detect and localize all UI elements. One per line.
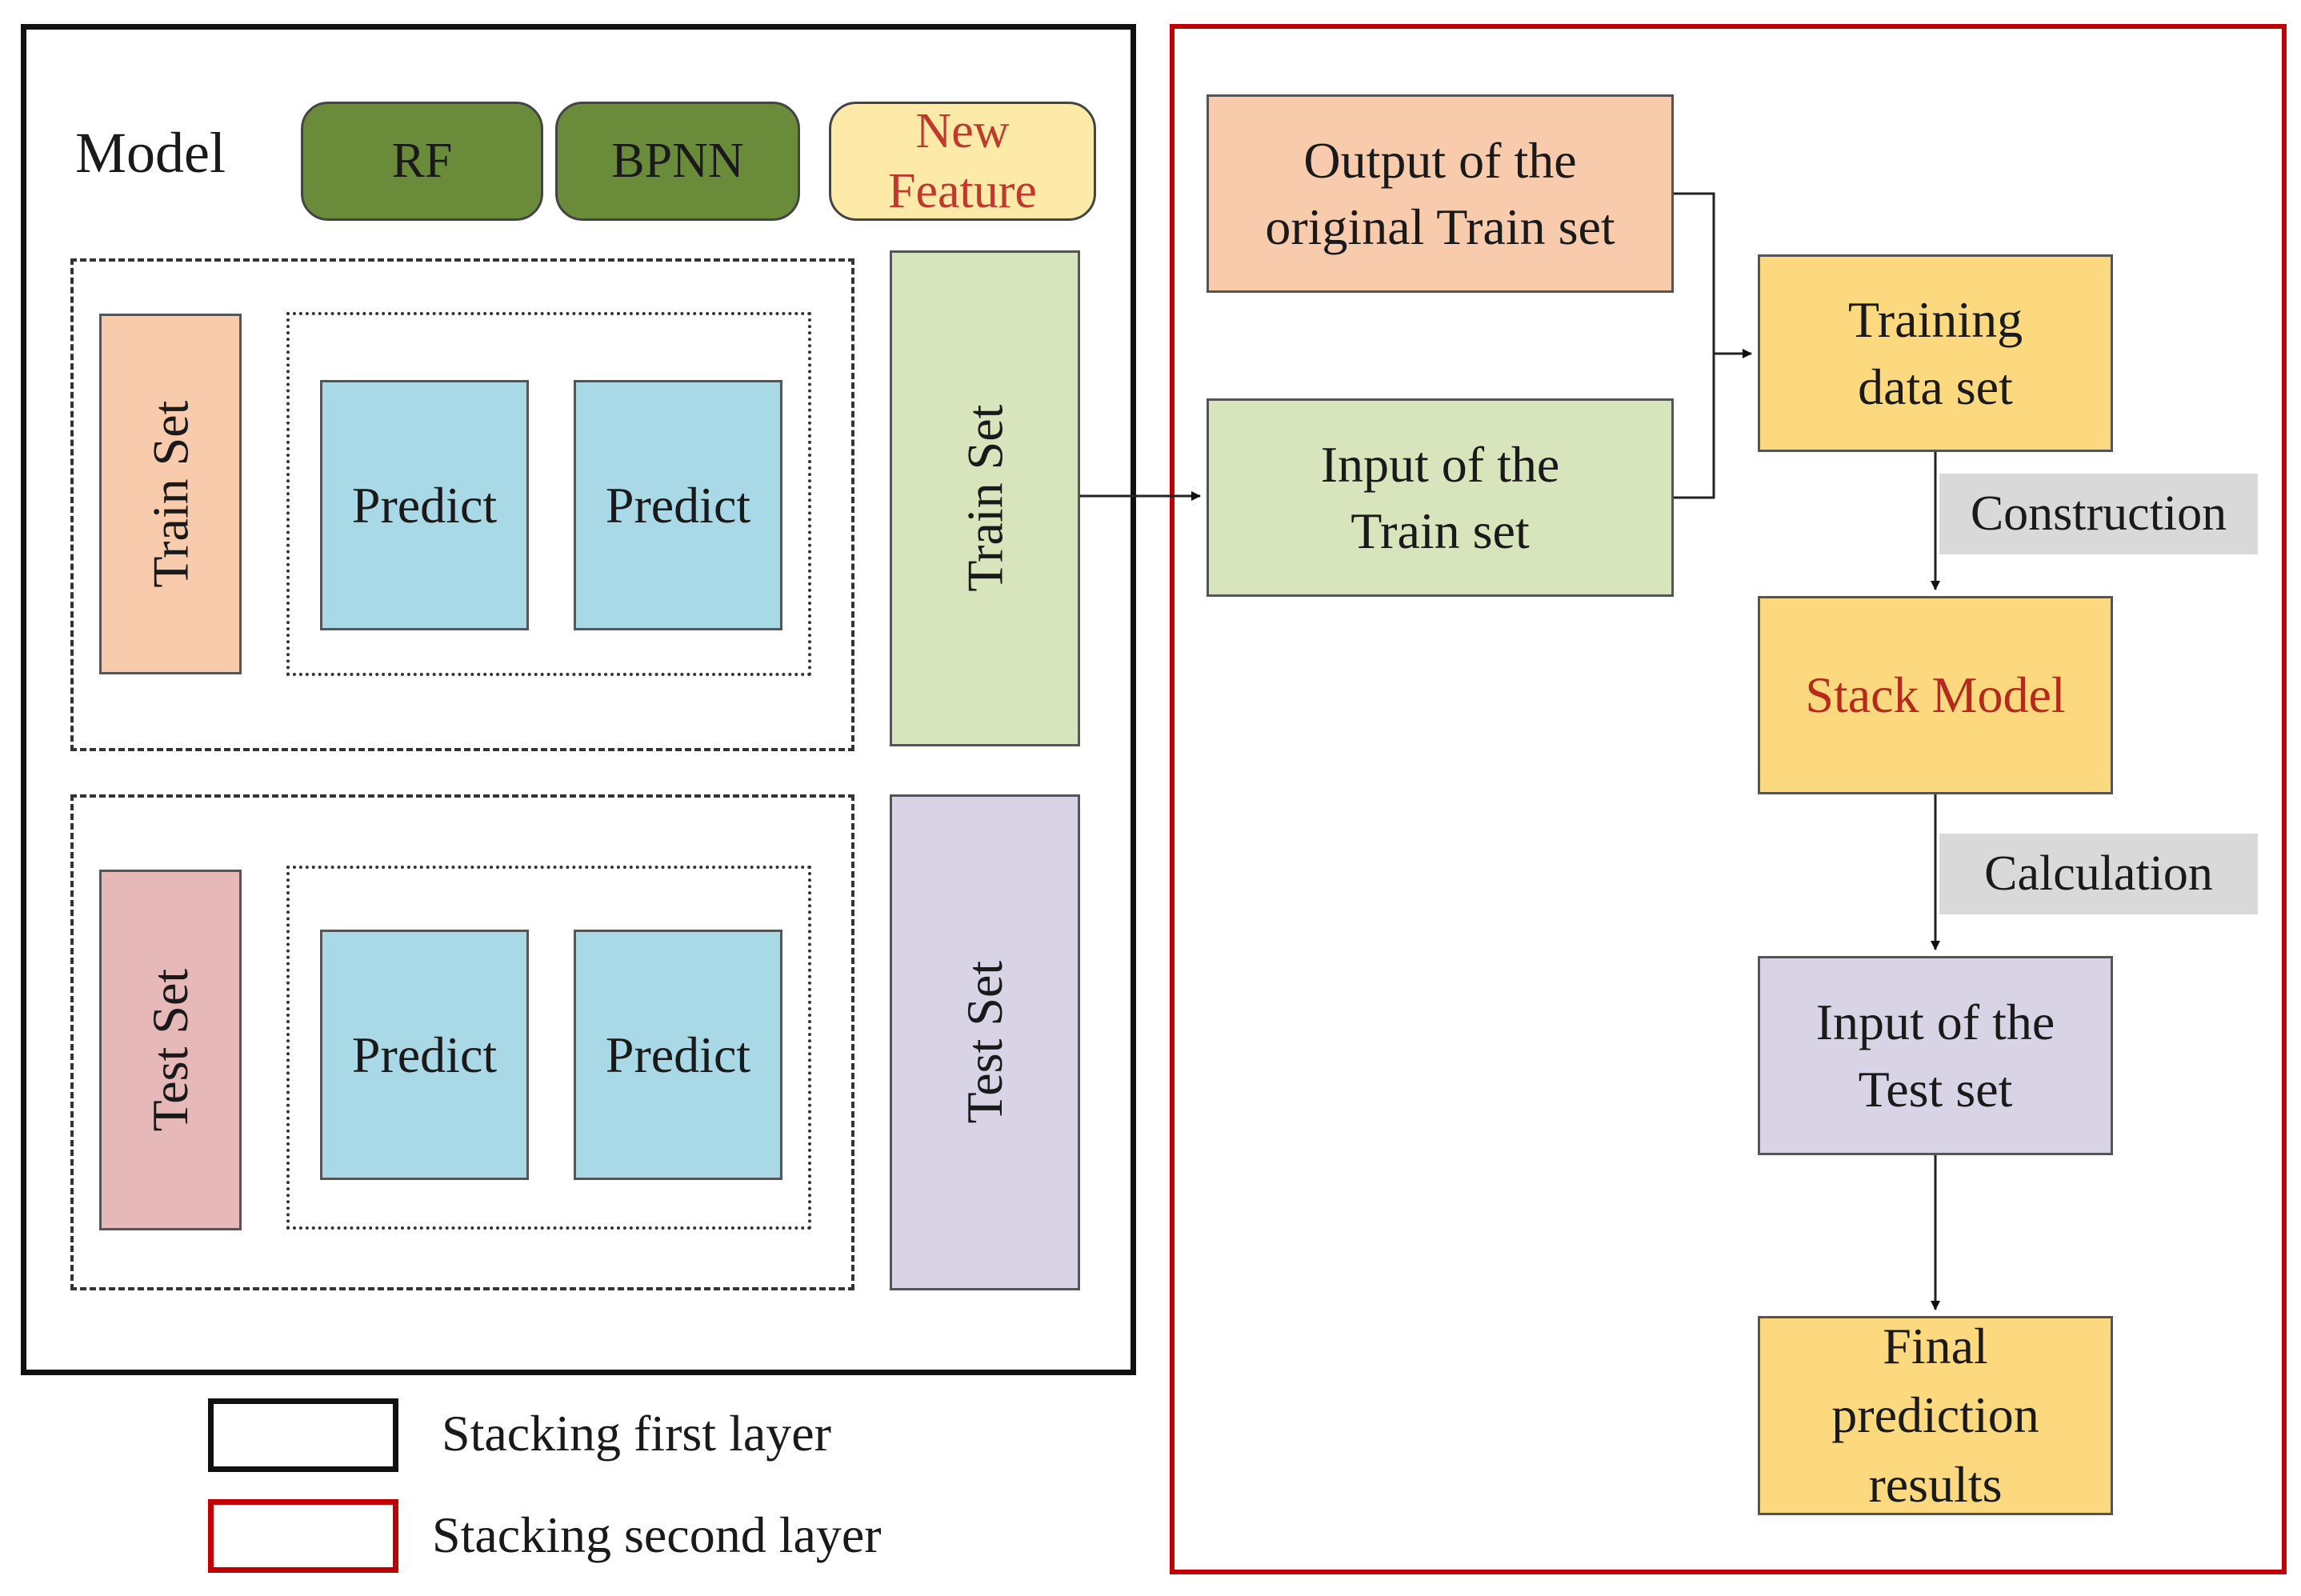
test-predict-box-1: Predict <box>320 930 529 1180</box>
train-set-input: Train Set <box>99 314 242 674</box>
input-train-box: Input of the Train set <box>1207 398 1674 597</box>
new-feature-pill: New Feature <box>829 102 1096 221</box>
calculation-label: Calculation <box>1939 834 2258 914</box>
stack-model-box: Stack Model <box>1758 596 2113 794</box>
first-layer-frame <box>21 24 1136 1375</box>
legend-first-layer-label: Stacking first layer <box>442 1405 831 1462</box>
legend-second-layer-swatch <box>208 1499 398 1573</box>
output-original-train-box: Output of the original Train set <box>1207 94 1674 293</box>
test-predict-box-2: Predict <box>574 930 782 1180</box>
final-prediction-box: Final prediction results <box>1758 1316 2113 1515</box>
train-predict-box-1: Predict <box>320 380 529 630</box>
test-predict-group <box>286 866 811 1230</box>
legend-first-layer-swatch <box>208 1398 398 1472</box>
bpnn-model-pill: BPNN <box>555 102 800 221</box>
test-set-input: Test Set <box>99 870 242 1230</box>
train-dashed-group <box>70 258 854 751</box>
rf-model-pill: RF <box>301 102 543 221</box>
train-predict-group <box>286 312 811 676</box>
test-set-output: Test Set <box>890 794 1080 1290</box>
training-data-set-box: Training data set <box>1758 254 2113 452</box>
second-layer-frame <box>1170 24 2287 1574</box>
construction-label: Construction <box>1939 474 2258 554</box>
train-set-output: Train Set <box>890 250 1080 746</box>
test-dashed-group <box>70 794 854 1290</box>
train-predict-box-2: Predict <box>574 380 782 630</box>
model-label: Model <box>75 121 226 185</box>
bracket-to-training-data <box>1674 192 1715 499</box>
legend-second-layer-label: Stacking second layer <box>432 1506 882 1563</box>
input-test-box: Input of the Test set <box>1758 956 2113 1155</box>
